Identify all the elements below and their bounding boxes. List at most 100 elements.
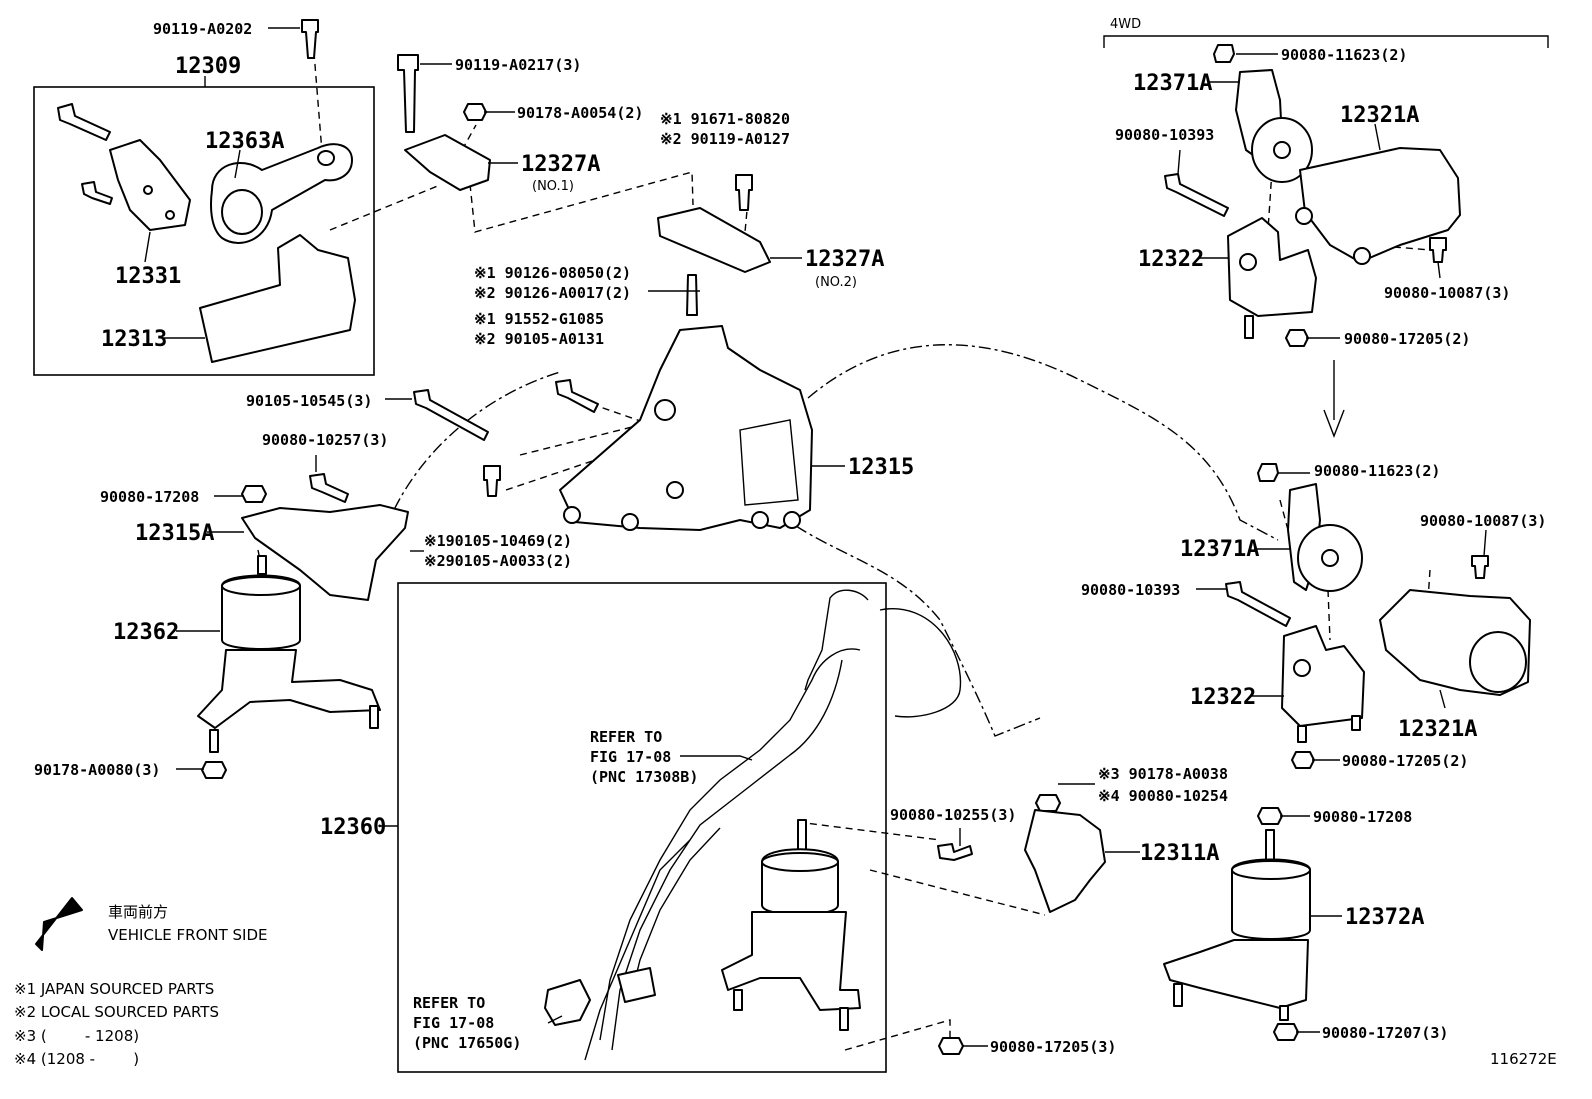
leader-line — [547, 1015, 563, 1024]
callout-90119-a0202: 90119-A0202 — [153, 20, 252, 38]
callout-no2: (NO.2) — [815, 275, 857, 290]
dash-leader — [469, 171, 694, 233]
leader-line — [1483, 529, 1487, 557]
leader-line — [1374, 123, 1381, 151]
callout-90080-10254: ※4 90080-10254 — [1098, 787, 1228, 805]
bracket-12321a-upper — [1299, 147, 1461, 263]
callout-12363a: 12363A — [205, 129, 284, 154]
engine-outline-lower — [795, 525, 1041, 737]
callout-12371a-upper: 12371A — [1133, 71, 1212, 96]
nut-icon — [1291, 751, 1315, 769]
bolt-icon — [397, 54, 419, 133]
reference-1-line3: (PNC 17308B) — [590, 768, 698, 786]
vacuum-hose — [599, 648, 861, 1041]
stud-icon — [686, 274, 698, 316]
bolt-icon — [1225, 581, 1291, 627]
bolt-hole — [563, 506, 581, 524]
reference-2-line1: REFER TO — [413, 994, 485, 1012]
bolt-icon — [483, 465, 501, 497]
dash-leader — [1279, 499, 1289, 531]
bracket-face — [739, 419, 799, 506]
callout-91552-g1085: ※1 91552-G1085 — [474, 310, 604, 328]
mount-top — [761, 852, 839, 872]
nut-icon — [241, 485, 267, 503]
callout-90178-a0038: ※3 90178-A0038 — [1098, 765, 1228, 783]
callout-90105-10545: 90105-10545(3) — [246, 392, 372, 410]
stud — [1265, 829, 1275, 861]
bolt-icon — [1429, 237, 1447, 263]
direction-label-jp: 車両前方 — [108, 903, 168, 921]
nut-icon — [938, 1037, 964, 1055]
callout-91671-80820: ※1 91671-80820 — [660, 110, 790, 128]
bracket-12313 — [199, 234, 356, 363]
bracket-12311a — [1024, 809, 1106, 913]
dash-leader — [869, 869, 1046, 916]
callout-90080-10393-lower: 90080-10393 — [1081, 581, 1180, 599]
mount-disc-center — [1321, 549, 1339, 567]
mount-top — [221, 576, 301, 596]
legend-item-4: ※4 (1208 - ) — [14, 1050, 139, 1068]
nut-icon — [201, 761, 227, 779]
bolt-icon — [735, 174, 753, 211]
callout-90080-10393-upper: 90080-10393 — [1115, 126, 1214, 144]
bolt-icon — [309, 473, 349, 503]
nut-icon — [1273, 1023, 1299, 1041]
bracket-12322-lower — [1281, 625, 1365, 727]
stud — [209, 729, 219, 753]
callout-90119-a0217: 90119-A0217(3) — [455, 56, 581, 74]
callout-90105-a0033: ※290105-A0033(2) — [424, 552, 572, 570]
nut-icon — [1035, 794, 1061, 812]
callout-90126-a0017: ※2 90126-A0017(2) — [474, 284, 631, 302]
bolt-hole — [666, 481, 684, 499]
bolt-hole — [654, 399, 676, 421]
bolt-icon — [555, 379, 599, 413]
leader-line — [1439, 689, 1446, 709]
callout-90080-17205-lower: 90080-17205(2) — [1342, 752, 1468, 770]
bushing-small — [317, 150, 335, 166]
callout-90080-17205-upper: 90080-17205(2) — [1344, 330, 1470, 348]
bolt-hole — [1239, 253, 1257, 271]
bolt-icon — [81, 181, 113, 205]
engine-outline-right — [807, 344, 1279, 541]
mount-12362-base — [197, 649, 381, 729]
bushing — [221, 189, 263, 235]
engine-bracket-12315 — [559, 325, 813, 531]
bracket-4wd — [1103, 35, 1549, 48]
stud — [1173, 983, 1183, 1007]
callout-12311a: 12311A — [1140, 841, 1219, 866]
callout-90080-17207: 90080-17207(3) — [1322, 1024, 1448, 1042]
leader-line — [234, 149, 241, 179]
group-frame-12360 — [397, 582, 887, 1073]
bolt-icon — [1213, 44, 1235, 63]
stud — [1279, 1005, 1289, 1021]
nut-icon — [463, 103, 487, 121]
reference-1-line2: FIG 17-08 — [590, 748, 671, 766]
callout-12327a-no1: 12327A — [521, 152, 600, 177]
nut-icon — [1257, 807, 1283, 825]
callout-90080-10255: 90080-10255(3) — [890, 806, 1016, 824]
legend-item-3: ※3 ( - 1208) — [14, 1027, 139, 1045]
callout-no1: (NO.1) — [532, 179, 574, 194]
leader-line — [144, 231, 151, 263]
dash-leader — [329, 184, 441, 231]
callout-12322-lower: 12322 — [1190, 685, 1256, 710]
stud — [1351, 715, 1361, 731]
callout-12315a: 12315A — [135, 521, 214, 546]
callout-90080-10257: 90080-10257(3) — [262, 431, 388, 449]
callout-90080-10087-lower: 90080-10087(3) — [1420, 512, 1546, 530]
bolt-icon — [413, 389, 489, 441]
callout-90080-17208-left: 90080-17208 — [100, 488, 199, 506]
bolt-hole — [1295, 207, 1313, 225]
stud — [797, 819, 807, 851]
bolt-hole — [143, 185, 153, 195]
nut-icon — [1285, 329, 1309, 347]
callout-90178-a0054: 90178-A0054(2) — [517, 104, 643, 122]
bracket-12327a-no1 — [404, 134, 491, 191]
callout-12309: 12309 — [175, 54, 241, 79]
bolt-icon — [937, 843, 973, 861]
front-arrow-icon — [35, 897, 83, 951]
bolt-hole — [751, 511, 769, 529]
callout-90080-17205-bottom: 90080-17205(3) — [990, 1038, 1116, 1056]
stud — [733, 989, 743, 1011]
vacuum-hose — [584, 839, 691, 1061]
